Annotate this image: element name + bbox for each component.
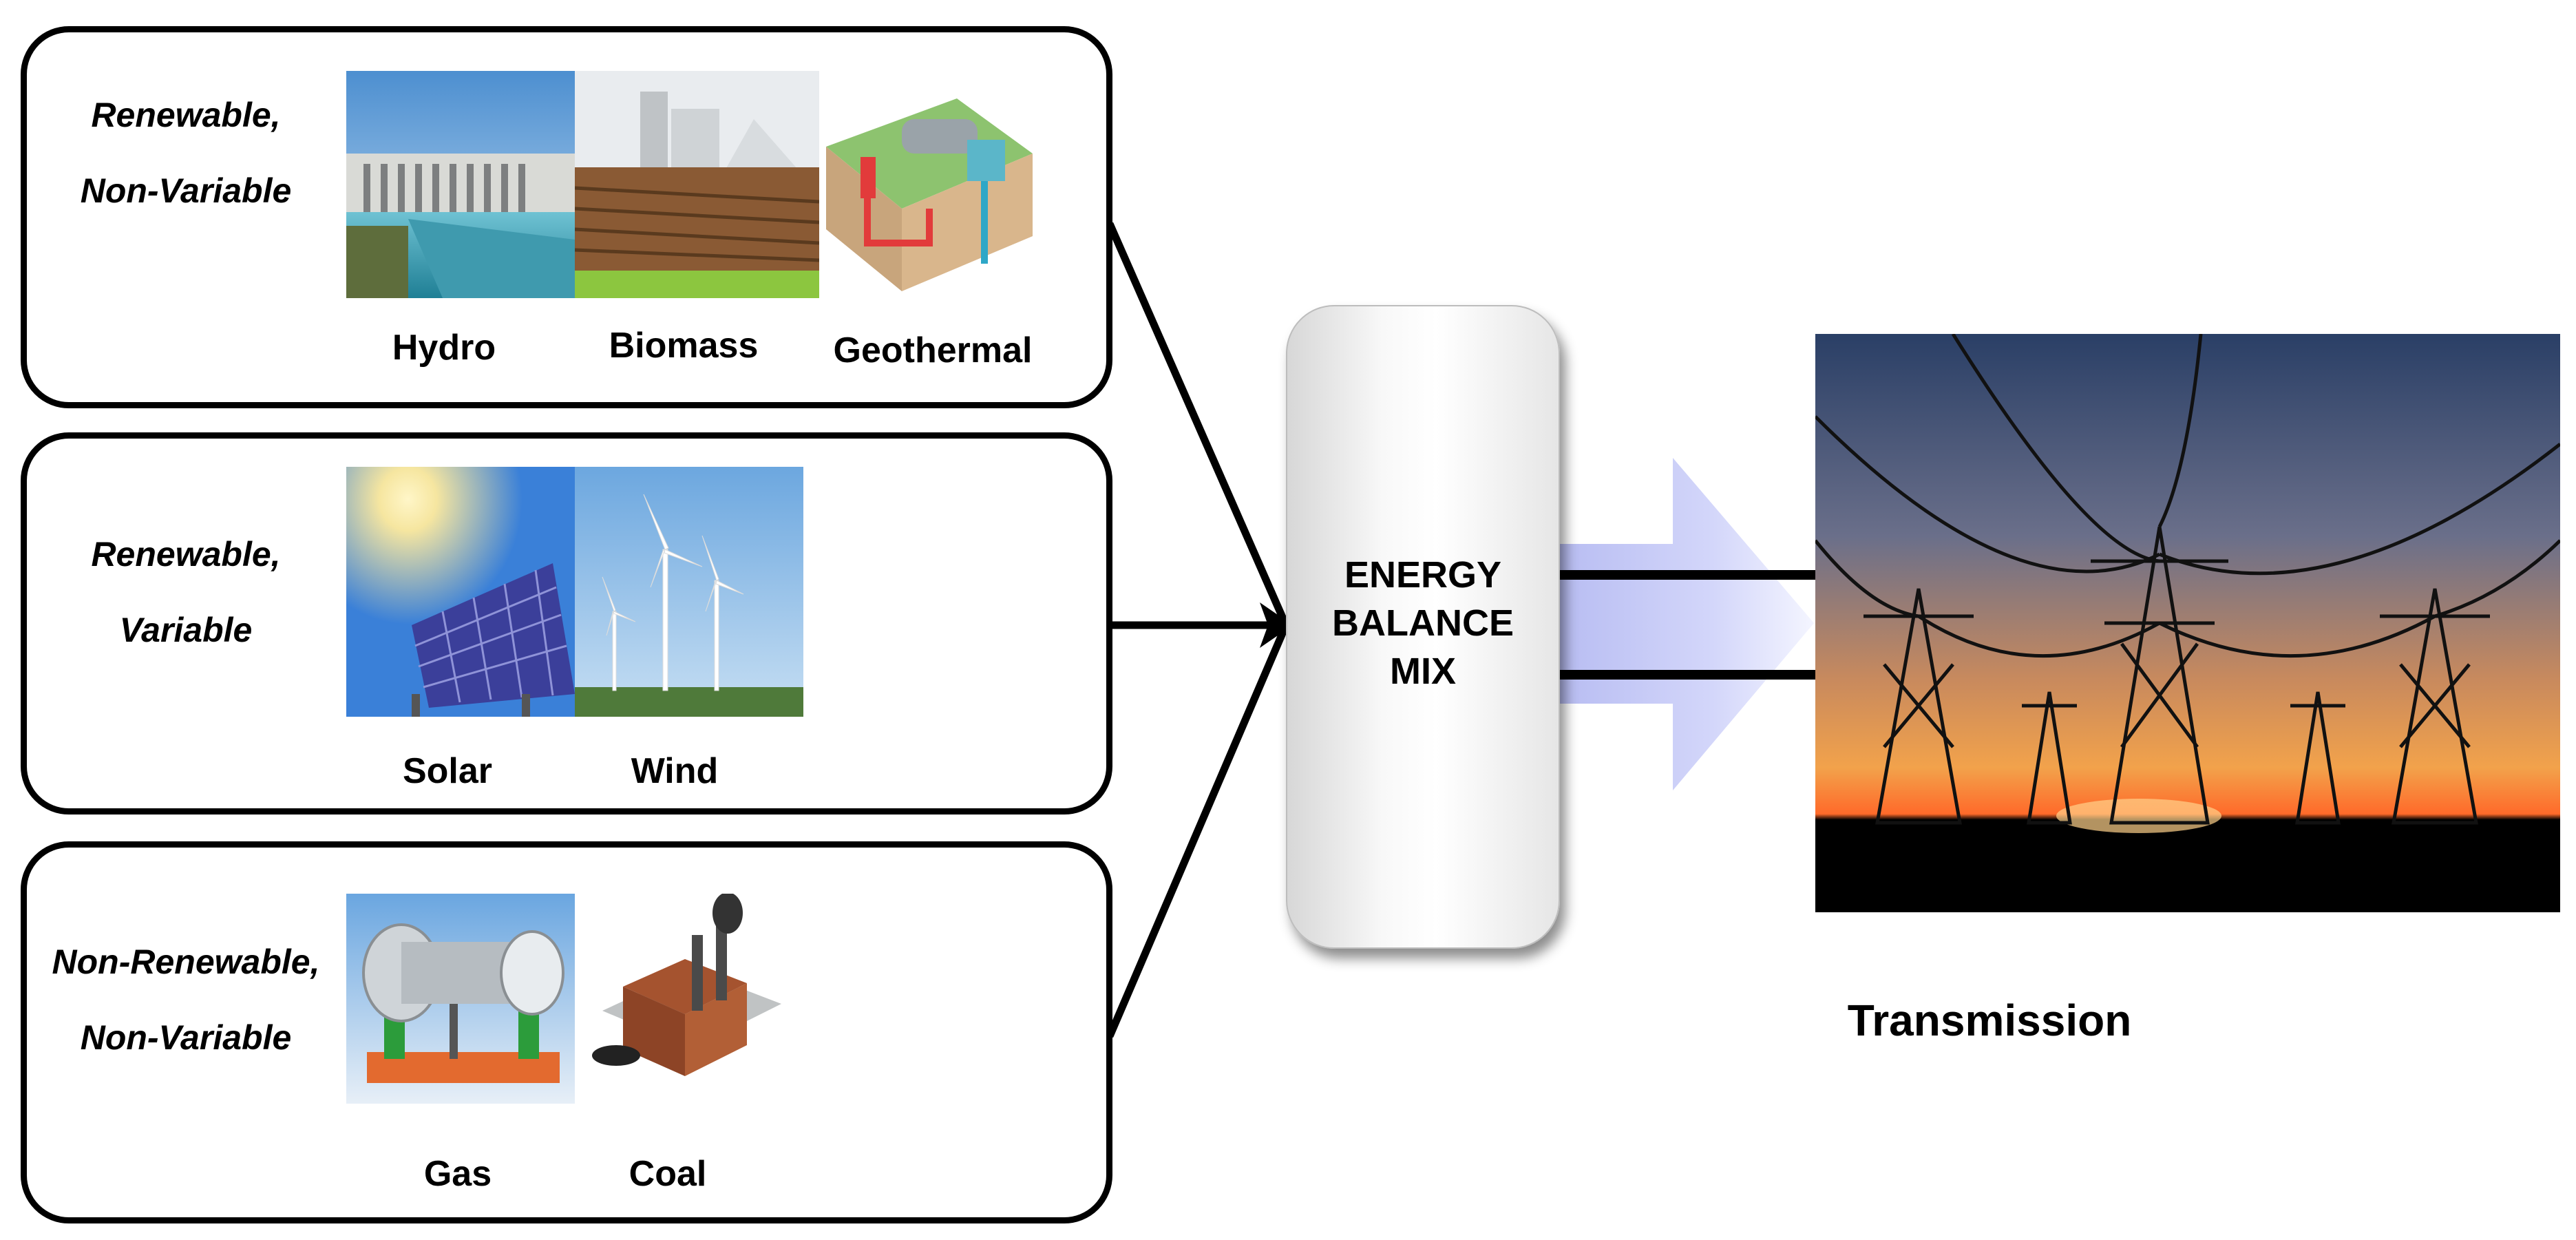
category-label-line: Variable bbox=[119, 611, 253, 649]
gas-turbine-image bbox=[346, 894, 575, 1104]
source-label-wind: Wind bbox=[631, 751, 719, 791]
source-label-gas: Gas bbox=[423, 1154, 492, 1194]
category-label-non-renewable-non-variable: Non-Renewable, Non-Variable bbox=[28, 924, 344, 1075]
category-label-line: Non-Renewable, bbox=[52, 943, 320, 981]
transmission-label: Transmission bbox=[1847, 996, 2132, 1045]
connector-arrowhead bbox=[1260, 602, 1293, 648]
geothermal-image bbox=[819, 71, 1039, 298]
transmission-towers-image bbox=[1815, 334, 2560, 912]
category-label-renewable-non-variable: Renewable, Non-Variable bbox=[28, 77, 344, 229]
mix-label-line: ENERGY bbox=[1344, 554, 1502, 596]
source-label-coal: Coal bbox=[629, 1154, 707, 1194]
hydro-image bbox=[346, 71, 575, 298]
wind-image bbox=[575, 467, 803, 717]
source-label-biomass: Biomass bbox=[609, 326, 759, 366]
biomass-image bbox=[575, 71, 819, 298]
category-label-line: Renewable, bbox=[91, 535, 281, 574]
connector-top bbox=[1106, 222, 1290, 627]
source-label-geothermal: Geothermal bbox=[833, 330, 1033, 370]
source-label-solar: Solar bbox=[402, 751, 493, 791]
output-arrow bbox=[1560, 458, 1814, 790]
solar-image bbox=[346, 467, 575, 717]
mix-label-line: BALANCE bbox=[1332, 602, 1514, 644]
category-label-renewable-variable: Renewable, Variable bbox=[28, 516, 344, 668]
category-label-line: Non-Variable bbox=[80, 171, 292, 210]
source-label-hydro: Hydro bbox=[392, 328, 496, 368]
energy-balance-mix-label: ENERGY BALANCE MIX bbox=[1287, 551, 1559, 695]
category-label-line: Renewable, bbox=[91, 96, 281, 134]
connector-bottom bbox=[1106, 623, 1290, 1038]
coal-plant-image bbox=[575, 894, 803, 1104]
category-label-line: Non-Variable bbox=[80, 1018, 292, 1057]
energy-balance-mix-box: ENERGY BALANCE MIX bbox=[1286, 305, 1560, 949]
mix-label-line: MIX bbox=[1389, 651, 1456, 692]
